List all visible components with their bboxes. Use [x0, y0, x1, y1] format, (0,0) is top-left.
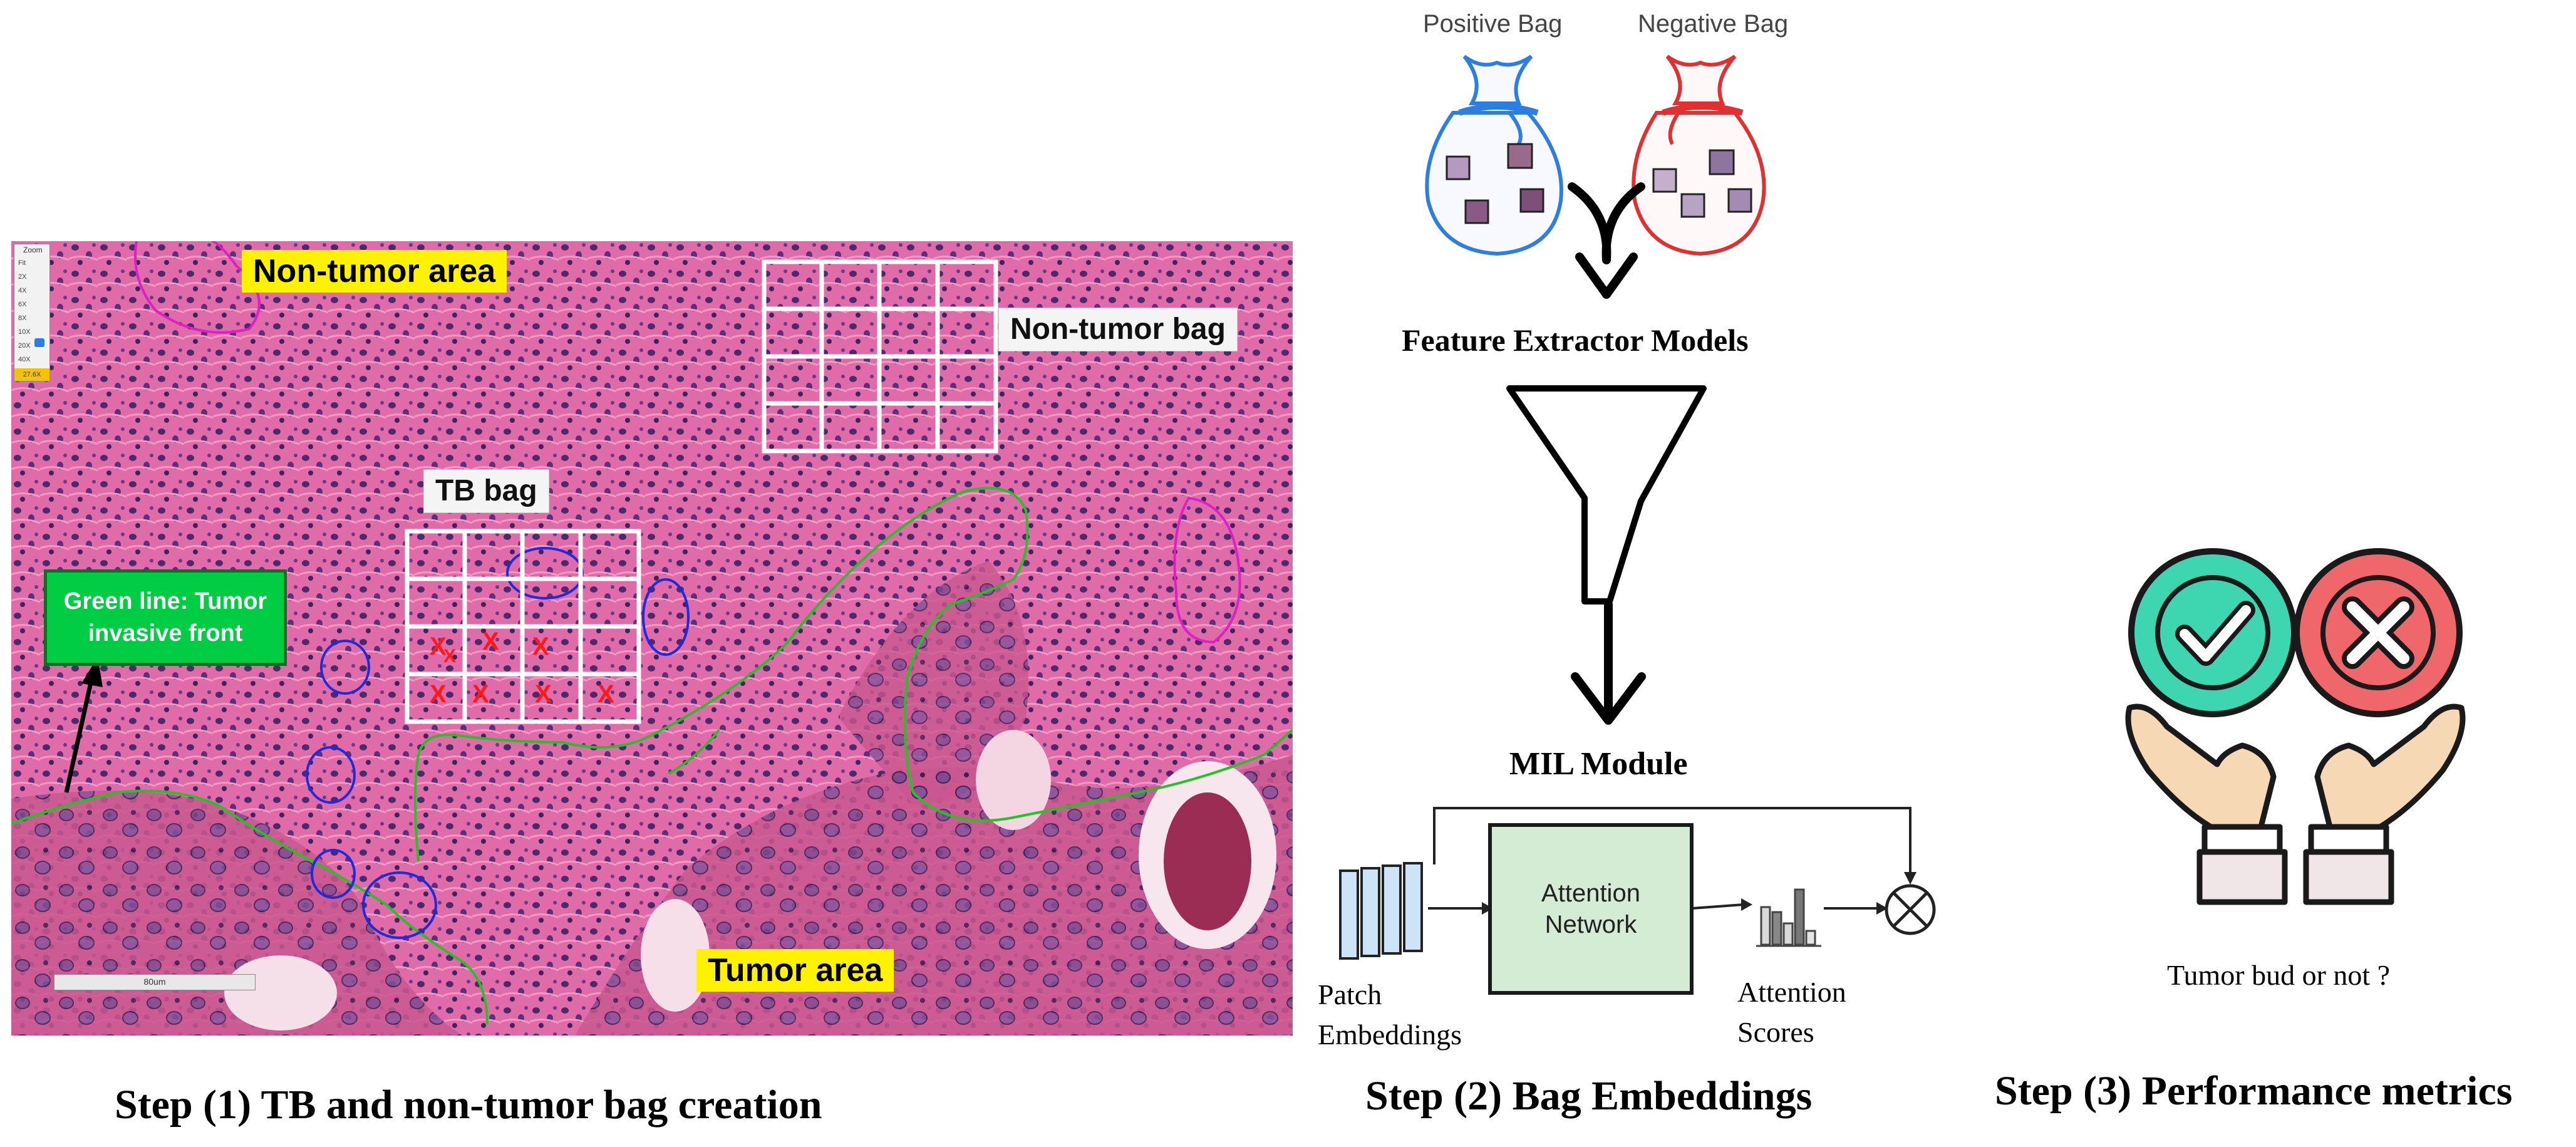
zoom-level[interactable]: 40X	[18, 356, 31, 363]
step2-caption: Step (2) Bag Embeddings	[1365, 1073, 1813, 1119]
non-tumor-bag-label: Non-tumor bag	[998, 308, 1238, 351]
svg-text:X: X	[535, 680, 552, 708]
attention-score-bars	[1756, 888, 1821, 947]
scale-bar: 80um	[54, 974, 256, 990]
zoom-level[interactable]: Fit	[18, 259, 26, 267]
svg-text:X: X	[472, 680, 489, 708]
positive-bag-icon	[1425, 54, 1563, 256]
performance-hands-graphic	[2125, 548, 2466, 905]
patch-embeddings-label: Patch Embeddings	[1318, 978, 1462, 1051]
left-hand-icon	[2125, 703, 2288, 905]
negative-bag-icon	[1632, 54, 1766, 256]
tumor-bud-question: Tumor bud or not ?	[2167, 959, 2391, 991]
non-tumor-area-label: Non-tumor area	[242, 250, 507, 293]
svg-text:X: X	[482, 628, 499, 655]
cross-icon	[2294, 548, 2463, 717]
tb-bag-label: TB bag	[423, 469, 549, 513]
svg-text:X: X	[430, 680, 447, 708]
zoom-level[interactable]: 10X	[18, 328, 31, 336]
mil-module-label: MIL Module	[1509, 746, 1688, 782]
invasive-front-legend: Green line: Tumor invasive front	[44, 569, 287, 666]
attention-scores-label: Attention Scores	[1737, 976, 1846, 1049]
funnel-icon	[1506, 385, 1707, 725]
zoom-level[interactable]: 8X	[18, 314, 27, 322]
attention-network-label: Attention Network	[1541, 880, 1640, 938]
zoom-level[interactable]: 2X	[18, 273, 27, 281]
right-hand-icon	[2303, 703, 2466, 905]
svg-text:X: X	[532, 633, 549, 660]
step1-caption: Step (1) TB and non-tumor bag creation	[115, 1082, 822, 1128]
check-icon	[2128, 548, 2297, 717]
zoom-slider-handle[interactable]	[34, 338, 44, 347]
zoom-current-value: 27.6X	[14, 368, 49, 381]
step3-caption: Step (3) Performance metrics	[1995, 1068, 2513, 1114]
patch-embedding-stack	[1339, 862, 1423, 960]
attention-network-box: Attention Network	[1488, 823, 1694, 995]
tumor-area-label: Tumor area	[696, 949, 894, 992]
positive-bag-title: Positive Bag	[1423, 10, 1563, 38]
negative-bag-title: Negative Bag	[1638, 10, 1789, 38]
multiply-icon	[1885, 884, 1936, 935]
svg-text:X: X	[430, 633, 447, 660]
zoom-level[interactable]: 20X	[18, 342, 31, 350]
zoom-title: Zoom	[23, 246, 43, 254]
mil-diagram-lines	[1339, 807, 1936, 960]
zoom-control[interactable]: Zoom Fit 2X 4X 6X 8X 10X 20X 40X 27.6X	[14, 244, 50, 381]
bags-and-flow-graphic	[1425, 54, 1766, 299]
zoom-level[interactable]: 4X	[18, 287, 27, 294]
svg-text:X: X	[443, 646, 456, 667]
zoom-level[interactable]: 6X	[18, 301, 27, 308]
svg-text:X: X	[597, 680, 614, 708]
feature-extractor-label: Feature Extractor Models	[1402, 323, 1749, 358]
